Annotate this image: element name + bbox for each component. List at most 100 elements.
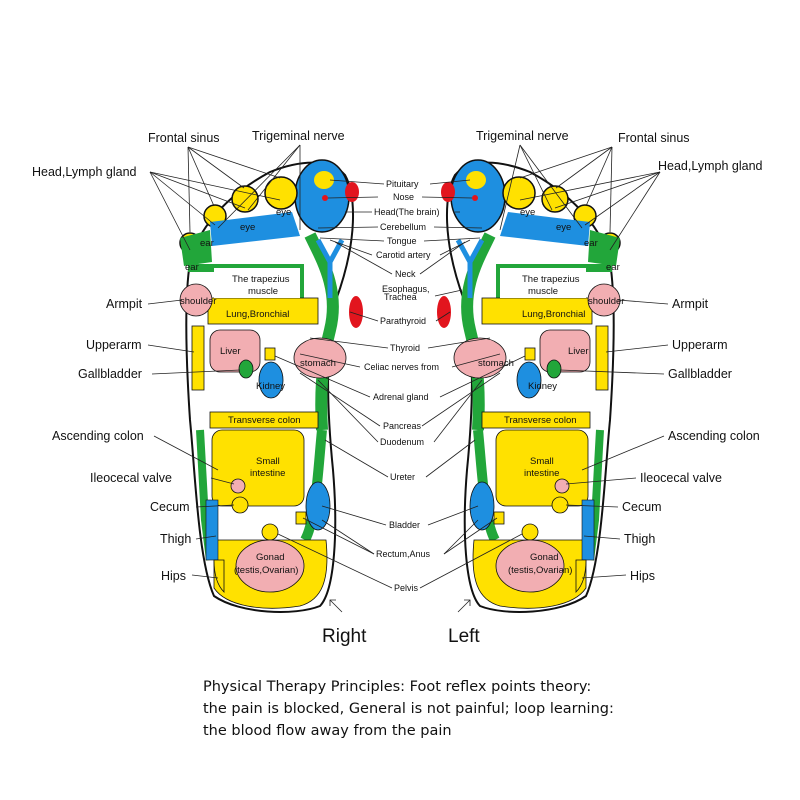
label-trapezius-right-2: muscle [248, 286, 278, 297]
label-cecum-right: Cecum [150, 500, 190, 514]
label-hips-right: Hips [161, 569, 186, 583]
label-head-lymph-left: Head,Lymph gland [658, 159, 763, 173]
right-ileocecal-spot [230, 478, 246, 494]
right-neck-band [304, 232, 339, 431]
right-cecum-spot [231, 496, 249, 514]
right-toe-3 [231, 185, 259, 213]
right-eye-zone [210, 212, 300, 246]
label-upperarm-right: Upperarm [86, 338, 142, 352]
left-adrenal-spot [524, 347, 536, 361]
label-trigeminal-right: Trigeminal nerve [252, 129, 345, 143]
label-cerebellum: Cerebellum [380, 222, 426, 232]
label-ear-right-1: ear [200, 238, 214, 249]
left-tonsil-fork [455, 238, 485, 298]
left-parathyroid-spot [437, 296, 451, 328]
label-ileocecal-right: Ileocecal valve [90, 471, 172, 485]
label-ear-left-1: ear [584, 238, 598, 249]
left-pituitary-spot [466, 171, 486, 189]
left-gonad-zone [495, 539, 565, 593]
right-toe-2 [264, 176, 298, 210]
left-toe-3 [541, 185, 569, 213]
left-transverse-colon [481, 411, 591, 429]
outer-labels: Frontal sinus Trigeminal nerve Head,Lymp… [32, 129, 763, 583]
label-gonad-left-2: (testis,Ovarian) [508, 565, 572, 576]
label-tongue: Tongue [387, 236, 417, 246]
label-armpit-right: Armpit [106, 297, 143, 311]
label-ascending-colon-right: Ascending colon [52, 429, 144, 443]
label-neck: Neck [395, 269, 416, 279]
label-gallbladder-right: Gallbladder [78, 367, 142, 381]
label-stomach-right: stomach [300, 358, 336, 369]
label-pancreas: Pancreas [383, 421, 422, 431]
right-hips-zone [213, 559, 225, 593]
label-head-brain: Head(The brain) [374, 207, 440, 217]
label-nose: Nose [393, 192, 414, 202]
right-transverse-colon [209, 411, 319, 429]
label-trigeminal-left: Trigeminal nerve [476, 129, 569, 143]
label-ear-right-2: ear [185, 262, 199, 273]
label-transverse-right: Transverse colon [228, 415, 301, 426]
left-trapezius-zone [500, 268, 586, 298]
label-gonad-left-1: Gonad [530, 552, 559, 563]
label-trapezius-left-2: muscle [528, 286, 558, 297]
label-small-left-2: intestine [524, 468, 559, 479]
left-pelvis-spot [521, 523, 539, 541]
label-kidney-right: Kidney [256, 381, 285, 392]
left-bladder-zone [469, 481, 495, 531]
label-head-lymph-right: Head,Lymph gland [32, 165, 137, 179]
left-head-brain-spot [441, 182, 455, 202]
label-eye-right-1: eye [276, 207, 291, 218]
right-ear-zone [180, 230, 212, 266]
label-eye-left-2: eye [556, 222, 571, 233]
label-frontal-sinus-right: Frontal sinus [148, 131, 220, 145]
label-left-foot: Left [448, 626, 480, 647]
label-small-right-1: Small [256, 456, 280, 467]
left-big-toe [450, 159, 506, 233]
label-trapezius-left-1: The trapezius [522, 274, 580, 285]
leader-lines [147, 144, 669, 613]
right-hip-stripe [205, 499, 219, 561]
caption: Physical Therapy Principles: Foot reflex… [203, 676, 763, 742]
label-lung-left: Lung,Bronchial [522, 309, 585, 320]
right-tonsil-fork [315, 238, 345, 298]
label-small-left-1: Small [530, 456, 554, 467]
right-pelvis-spot [261, 523, 279, 541]
right-nose-spot [322, 195, 328, 201]
left-gallbladder-spot [546, 359, 562, 379]
right-bladder-zone [305, 481, 331, 531]
label-rectum-anus: Rectum,Anus [376, 549, 431, 559]
center-labels: Pituitary Nose Head(The brain) Cerebellu… [364, 179, 440, 593]
label-duodenum: Duodenum [380, 437, 424, 447]
left-foot [437, 159, 621, 613]
right-kidney-zone [258, 361, 284, 399]
caption-line-3: the blood flow away from the pain [203, 723, 452, 739]
right-adrenal-spot [264, 347, 276, 361]
label-celiac: Celiac nerves from [364, 362, 439, 372]
label-liver-right: Liver [220, 346, 241, 357]
label-thigh-right: Thigh [160, 532, 191, 546]
left-rectum-spot [493, 511, 505, 525]
left-upperarm-zone [595, 325, 609, 391]
right-parathyroid-spot [349, 296, 363, 328]
inner-labels: eye eye ear ear The trapezius muscle sho… [180, 207, 624, 576]
label-frontal-sinus-left: Frontal sinus [618, 131, 690, 145]
label-eye-left-1: eye [520, 207, 535, 218]
label-pelvis: Pelvis [394, 583, 419, 593]
label-adrenal: Adrenal gland [373, 392, 429, 402]
label-stomach-left: stomach [478, 358, 514, 369]
label-eye-right-2: eye [240, 222, 255, 233]
label-gonad-right-1: Gonad [256, 552, 285, 563]
label-esophagus: Esophagus, [382, 284, 430, 294]
label-parathyroid: Parathyroid [380, 316, 426, 326]
label-liver-left: Liver [568, 346, 589, 357]
right-rectum-spot [295, 511, 307, 525]
label-lung-right: Lung,Bronchial [226, 309, 289, 320]
label-ear-left-2: ear [606, 262, 620, 273]
right-pituitary-spot [314, 171, 334, 189]
left-hip-stripe [581, 499, 595, 561]
caption-line-2: the pain is blocked, General is not pain… [203, 701, 614, 717]
right-foot [179, 159, 363, 613]
left-eye-zone [500, 212, 590, 246]
caption-line-1: Physical Therapy Principles: Foot reflex… [203, 679, 592, 695]
right-trapezius-zone [214, 268, 300, 298]
